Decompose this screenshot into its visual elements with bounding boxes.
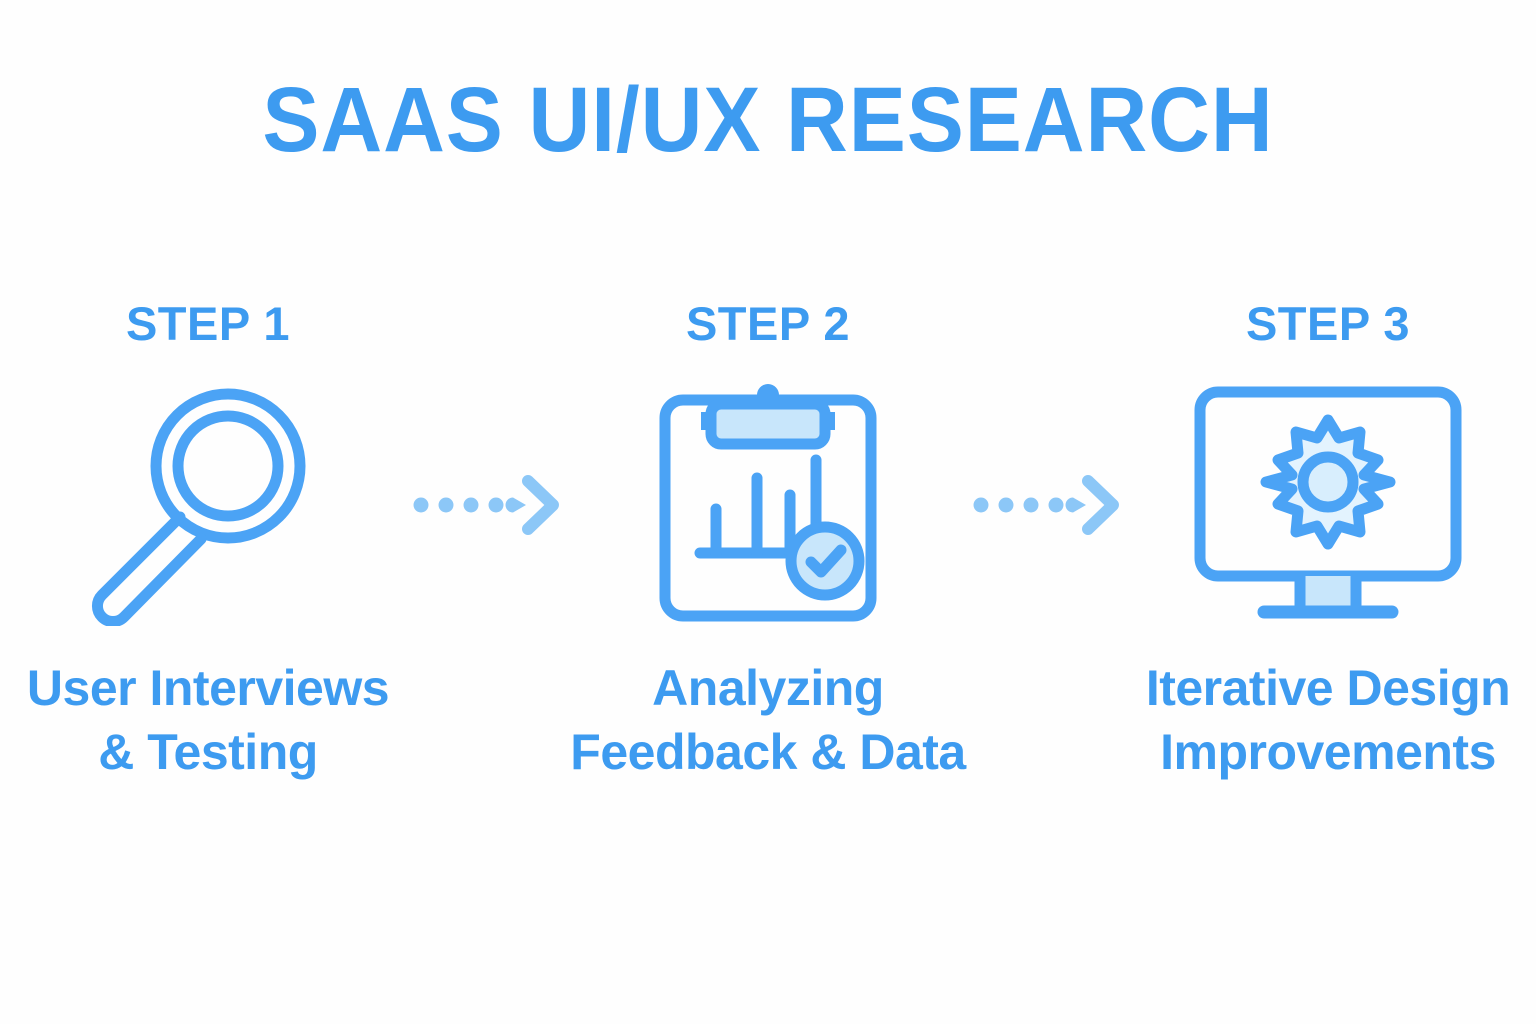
step-3: STEP 3 Iterative Desig xyxy=(1128,300,1528,784)
step-1-label: User Interviews & Testing xyxy=(26,660,390,780)
dotted-arrow-icon xyxy=(413,475,559,535)
monitor-gear-icon xyxy=(1194,386,1462,619)
gear-icon xyxy=(1260,414,1396,550)
clipboard-chart-check-icon xyxy=(659,384,877,622)
clipboard-clip xyxy=(705,398,831,450)
step-1-icon-container xyxy=(63,378,353,628)
connector-2 xyxy=(968,300,1128,820)
step-3-icon-container xyxy=(1183,378,1473,628)
step-3-label: Iterative Design Improvements xyxy=(1145,660,1511,780)
step-2-label: Analyzing Feedback & Data xyxy=(570,660,966,780)
steps-row: STEP 1 User Interviews & Testing xyxy=(0,300,1536,820)
step-3-kicker: STEP 3 xyxy=(1245,297,1411,350)
step-2: STEP 2 xyxy=(568,300,968,784)
magnifying-glass-icon xyxy=(91,388,306,626)
step-2-kicker: STEP 2 xyxy=(685,297,851,350)
step-2-icon-container xyxy=(623,378,913,628)
step-1-kicker: STEP 1 xyxy=(125,297,291,350)
check-circle-badge xyxy=(785,521,865,601)
step-1: STEP 1 User Interviews & Testing xyxy=(8,300,408,784)
connector-1 xyxy=(408,300,568,820)
page-title: SAAS UI/UX RESEARCH xyxy=(262,69,1274,171)
dotted-arrow-icon xyxy=(973,475,1119,535)
